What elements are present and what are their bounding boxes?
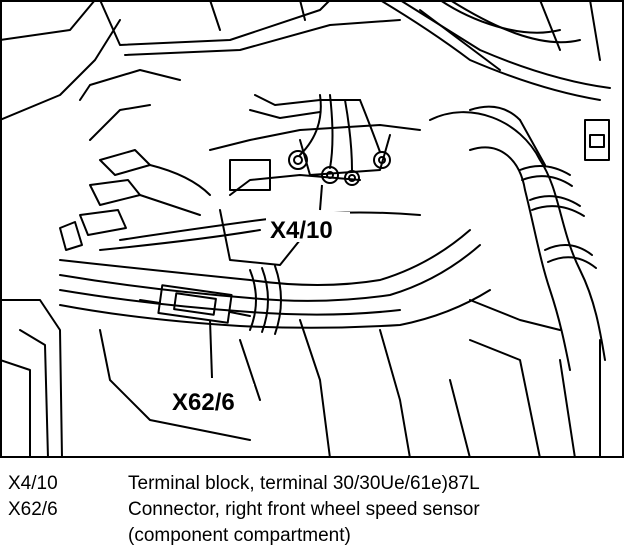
legend-description: Connector, right front wheel speed senso… (128, 499, 480, 520)
x62-6-callout-label: X62/6 (172, 389, 235, 416)
legend-description-continued: (component compartment) (128, 525, 351, 546)
x62-6-leader-line (209, 319, 213, 379)
x4-10-callout-label: X4/10 (270, 217, 333, 244)
engine-compartment-illustration: X4/10 X62/6 (0, 0, 624, 458)
x4-10-leader-line (319, 184, 323, 211)
drawing-linework (0, 0, 611, 458)
legend-description: Terminal block, terminal 30/30Ue/61e)87L (128, 473, 480, 494)
legend-code: X62/6 (8, 499, 58, 520)
line-drawing: X4/10 X62/6 (0, 0, 624, 458)
legend-code: X4/10 (8, 473, 58, 494)
